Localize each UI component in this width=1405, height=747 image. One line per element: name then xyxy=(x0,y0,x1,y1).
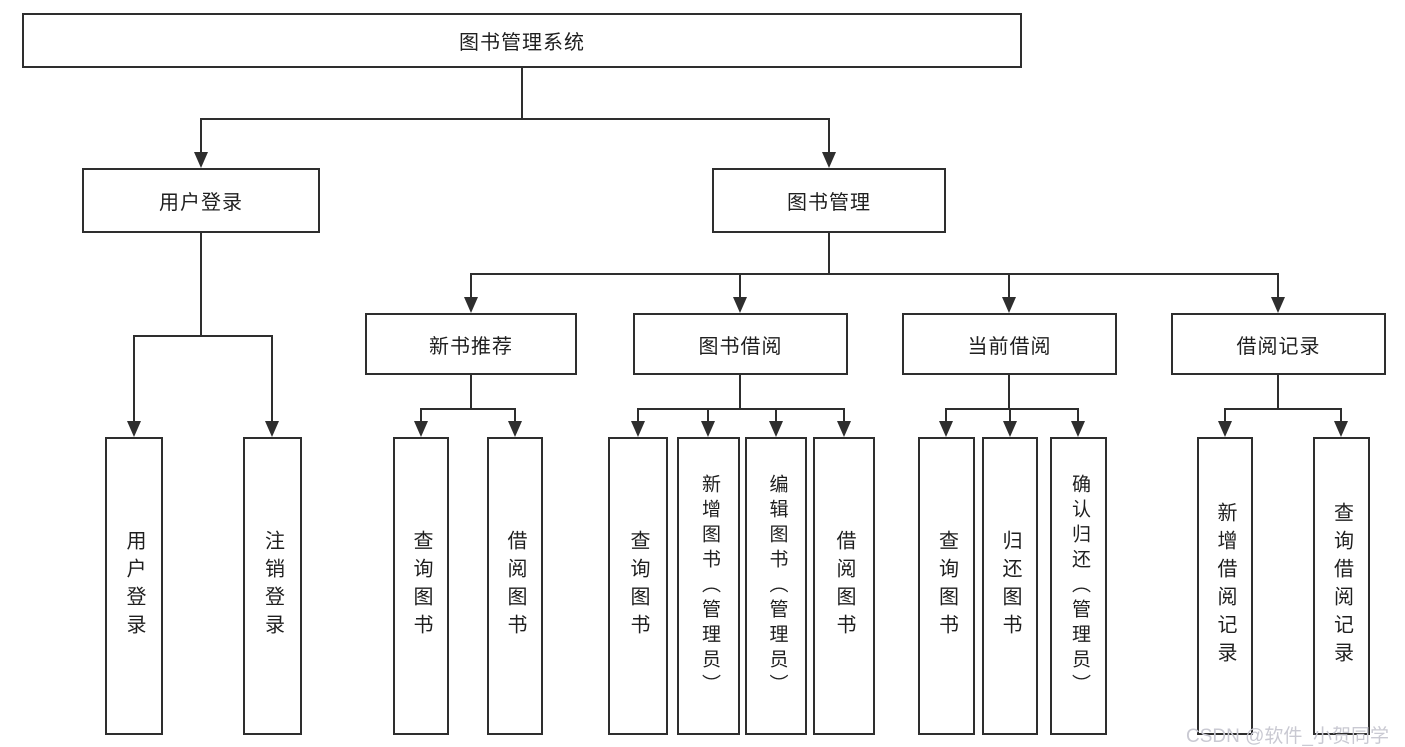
arrow-down-icon xyxy=(769,421,783,437)
node-root-label: 图书管理系统 xyxy=(459,32,585,54)
arrow-down-icon xyxy=(127,421,141,437)
connector-line xyxy=(133,335,135,421)
connector-line xyxy=(945,408,947,421)
connector-line xyxy=(200,118,830,120)
arrow-down-icon xyxy=(1003,421,1017,437)
arrow-down-icon xyxy=(939,421,953,437)
connector-line xyxy=(133,335,273,337)
leaf-confirm-return-admin: 确认归还（管理员） xyxy=(1050,437,1107,735)
leaf-add-books-admin: 新增图书（管理员） xyxy=(677,437,740,735)
node-root: 图书管理系统 xyxy=(22,13,1022,68)
arrow-down-icon xyxy=(265,421,279,437)
arrow-down-icon xyxy=(1334,421,1348,437)
node-book-mgmt: 图书管理 xyxy=(712,168,946,233)
connector-line xyxy=(420,408,516,410)
watermark-text: CSDN @软件_小贺同学 xyxy=(1186,726,1389,747)
arrow-down-icon xyxy=(464,297,478,313)
arrow-down-icon xyxy=(701,421,715,437)
connector-line xyxy=(420,408,422,421)
leaf-return-books: 归还图书 xyxy=(982,437,1038,735)
connector-line xyxy=(1277,273,1279,299)
node-new-book-recommend-label: 新书推荐 xyxy=(429,335,513,358)
node-borrow-records-label: 借阅记录 xyxy=(1236,335,1321,358)
connector-line xyxy=(1340,408,1342,421)
connector-line xyxy=(514,408,516,421)
leaf-edit-books-admin: 编辑图书（管理员） xyxy=(745,437,807,735)
arrow-down-icon xyxy=(508,421,522,437)
node-user-login: 用户登录 xyxy=(82,168,320,233)
arrow-down-icon xyxy=(414,421,428,437)
leaf-logout: 注销登录 xyxy=(243,437,302,735)
leaf-add-borrow-record: 新增借阅记录 xyxy=(1197,437,1253,735)
connector-line xyxy=(271,335,273,421)
connector-line xyxy=(200,118,202,154)
arrow-down-icon xyxy=(631,421,645,437)
connector-line xyxy=(1224,408,1342,410)
node-user-login-label: 用户登录 xyxy=(159,192,243,214)
connector-line xyxy=(470,375,472,408)
connector-line xyxy=(775,408,777,421)
arrow-down-icon xyxy=(194,152,208,168)
arrow-down-icon xyxy=(1218,421,1232,437)
connector-line xyxy=(637,408,844,410)
connector-line xyxy=(828,233,830,273)
connector-line xyxy=(1224,408,1226,421)
connector-line xyxy=(945,408,1079,410)
node-book-borrow: 图书借阅 xyxy=(633,313,848,375)
node-new-book-recommend: 新书推荐 xyxy=(365,313,577,375)
leaf-query-books-borrow: 查询图书 xyxy=(608,437,668,735)
connector-line xyxy=(739,375,741,408)
connector-line xyxy=(739,273,741,299)
connector-line xyxy=(1077,408,1079,421)
arrow-down-icon xyxy=(1002,297,1016,313)
connector-line xyxy=(828,118,830,154)
arrow-down-icon xyxy=(837,421,851,437)
connector-line xyxy=(637,408,639,421)
node-current-borrow: 当前借阅 xyxy=(902,313,1117,375)
node-book-borrow-label: 图书借阅 xyxy=(698,335,783,358)
leaf-user-login: 用户登录 xyxy=(105,437,163,735)
connector-line xyxy=(1008,375,1010,408)
connector-line xyxy=(521,68,523,118)
connector-line xyxy=(1277,375,1279,408)
connector-line xyxy=(200,233,202,335)
node-borrow-records: 借阅记录 xyxy=(1171,313,1386,375)
node-current-borrow-label: 当前借阅 xyxy=(967,335,1052,358)
arrow-down-icon xyxy=(822,152,836,168)
connector-line xyxy=(470,273,1278,275)
leaf-query-borrow-record: 查询借阅记录 xyxy=(1313,437,1370,735)
connector-line xyxy=(470,273,472,299)
arrow-down-icon xyxy=(1271,297,1285,313)
leaf-borrow-books: 借阅图书 xyxy=(813,437,875,735)
connector-line xyxy=(843,408,845,421)
node-book-mgmt-label: 图书管理 xyxy=(787,192,871,214)
connector-line xyxy=(1009,408,1011,421)
leaf-query-books-current: 查询图书 xyxy=(918,437,975,735)
leaf-query-books-recommend: 查询图书 xyxy=(393,437,449,735)
leaf-borrow-books-recommend: 借阅图书 xyxy=(487,437,543,735)
connector-line xyxy=(707,408,709,421)
arrow-down-icon xyxy=(1071,421,1085,437)
arrow-down-icon xyxy=(733,297,747,313)
connector-line xyxy=(1008,273,1010,299)
